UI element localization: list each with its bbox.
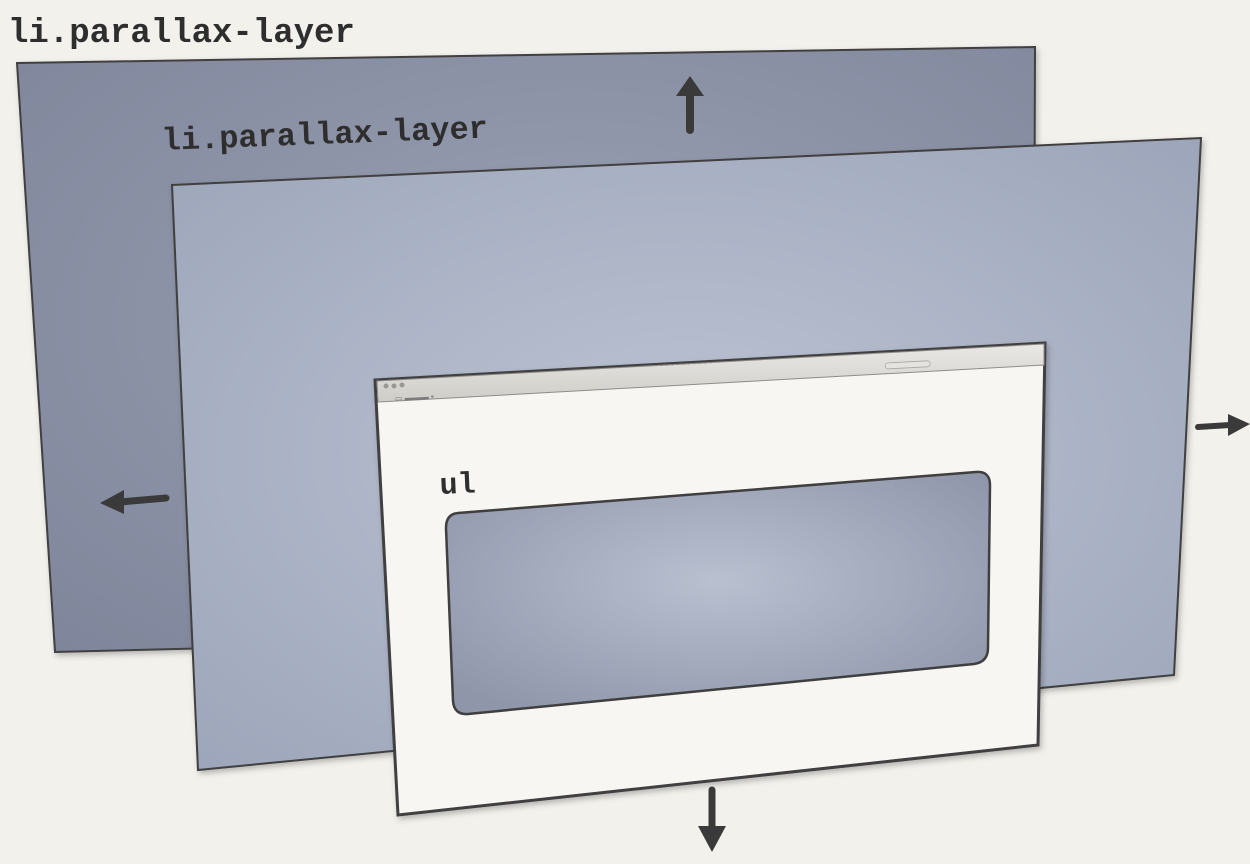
window-controls	[383, 382, 405, 389]
ul-label: ul	[439, 468, 476, 504]
arrow-left-icon	[100, 490, 170, 514]
arrow-right-icon	[1195, 414, 1250, 436]
arrow-down-icon	[698, 786, 726, 852]
back-layer-label: li.parallax-layer	[8, 15, 355, 53]
search-box	[884, 360, 931, 370]
ul-box	[444, 470, 992, 716]
address-bar: ▭ ▬▬▬ ▪	[395, 392, 434, 403]
arrow-up-icon	[676, 76, 704, 134]
window-title: · · · · · · · · · ·	[660, 357, 713, 370]
